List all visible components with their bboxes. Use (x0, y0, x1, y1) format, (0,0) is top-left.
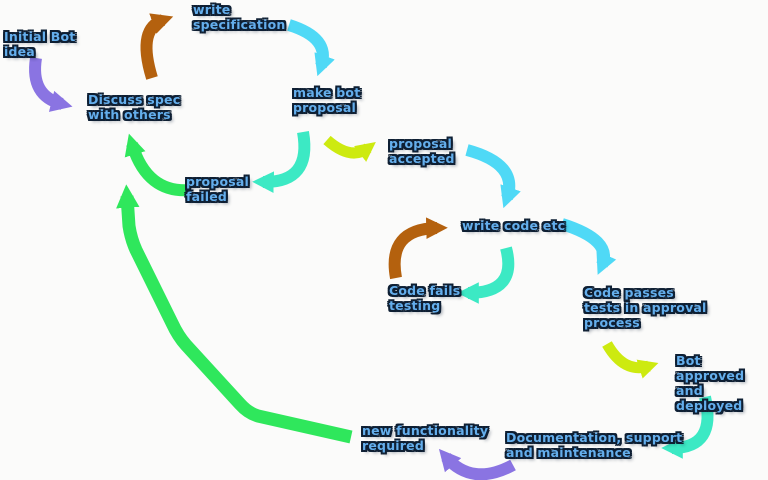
arrow-code-passes-to-bot-approved (602, 341, 659, 379)
node-write-specification: write specification (193, 2, 286, 32)
arrow-make-bot-proposal-to-proposal-accepted (323, 135, 376, 162)
arrow-make-bot-proposal-to-proposal-failed (252, 130, 311, 194)
arrow-initial-idea-to-discuss-spec (29, 57, 73, 112)
arrow-write-code-to-code-passes (560, 218, 617, 275)
node-proposal-accepted: proposal accepted (389, 136, 455, 166)
node-proposal-failed: proposal failed (186, 174, 249, 204)
arrow-write-code-to-code-fails (457, 246, 515, 304)
arrow-new-functionality-to-discuss-spec (116, 184, 353, 444)
node-make-bot-proposal: make bot proposal (293, 85, 361, 115)
arrow-discuss-spec-to-write-specification (140, 13, 174, 80)
arrow-documentation-to-new-functionality (438, 448, 516, 480)
node-write-code-etc: write code etc (462, 218, 566, 233)
node-code-passes-tests: Code passes tests in approval process (584, 285, 707, 330)
arrow-code-fails-to-write-code (388, 217, 448, 280)
node-documentation-support: Documentation, support and maintenance (506, 430, 683, 460)
arrow-bot-approved-to-documentation (661, 395, 714, 459)
arrow-proposal-failed-to-discuss-spec (124, 133, 192, 197)
arrow-write-specification-to-make-bot-proposal (287, 19, 335, 77)
node-bot-approved-deployed: Bot approved and deployed (676, 353, 745, 413)
node-new-functionality-required: new functionality required (362, 423, 489, 453)
arrow-proposal-accepted-to-write-code (465, 144, 521, 209)
node-initial-bot-idea: Initial Bot idea (4, 29, 76, 59)
node-code-fails-testing: Code fails testing (389, 283, 461, 313)
node-discuss-spec-with-others: Discuss spec with others (88, 92, 181, 122)
